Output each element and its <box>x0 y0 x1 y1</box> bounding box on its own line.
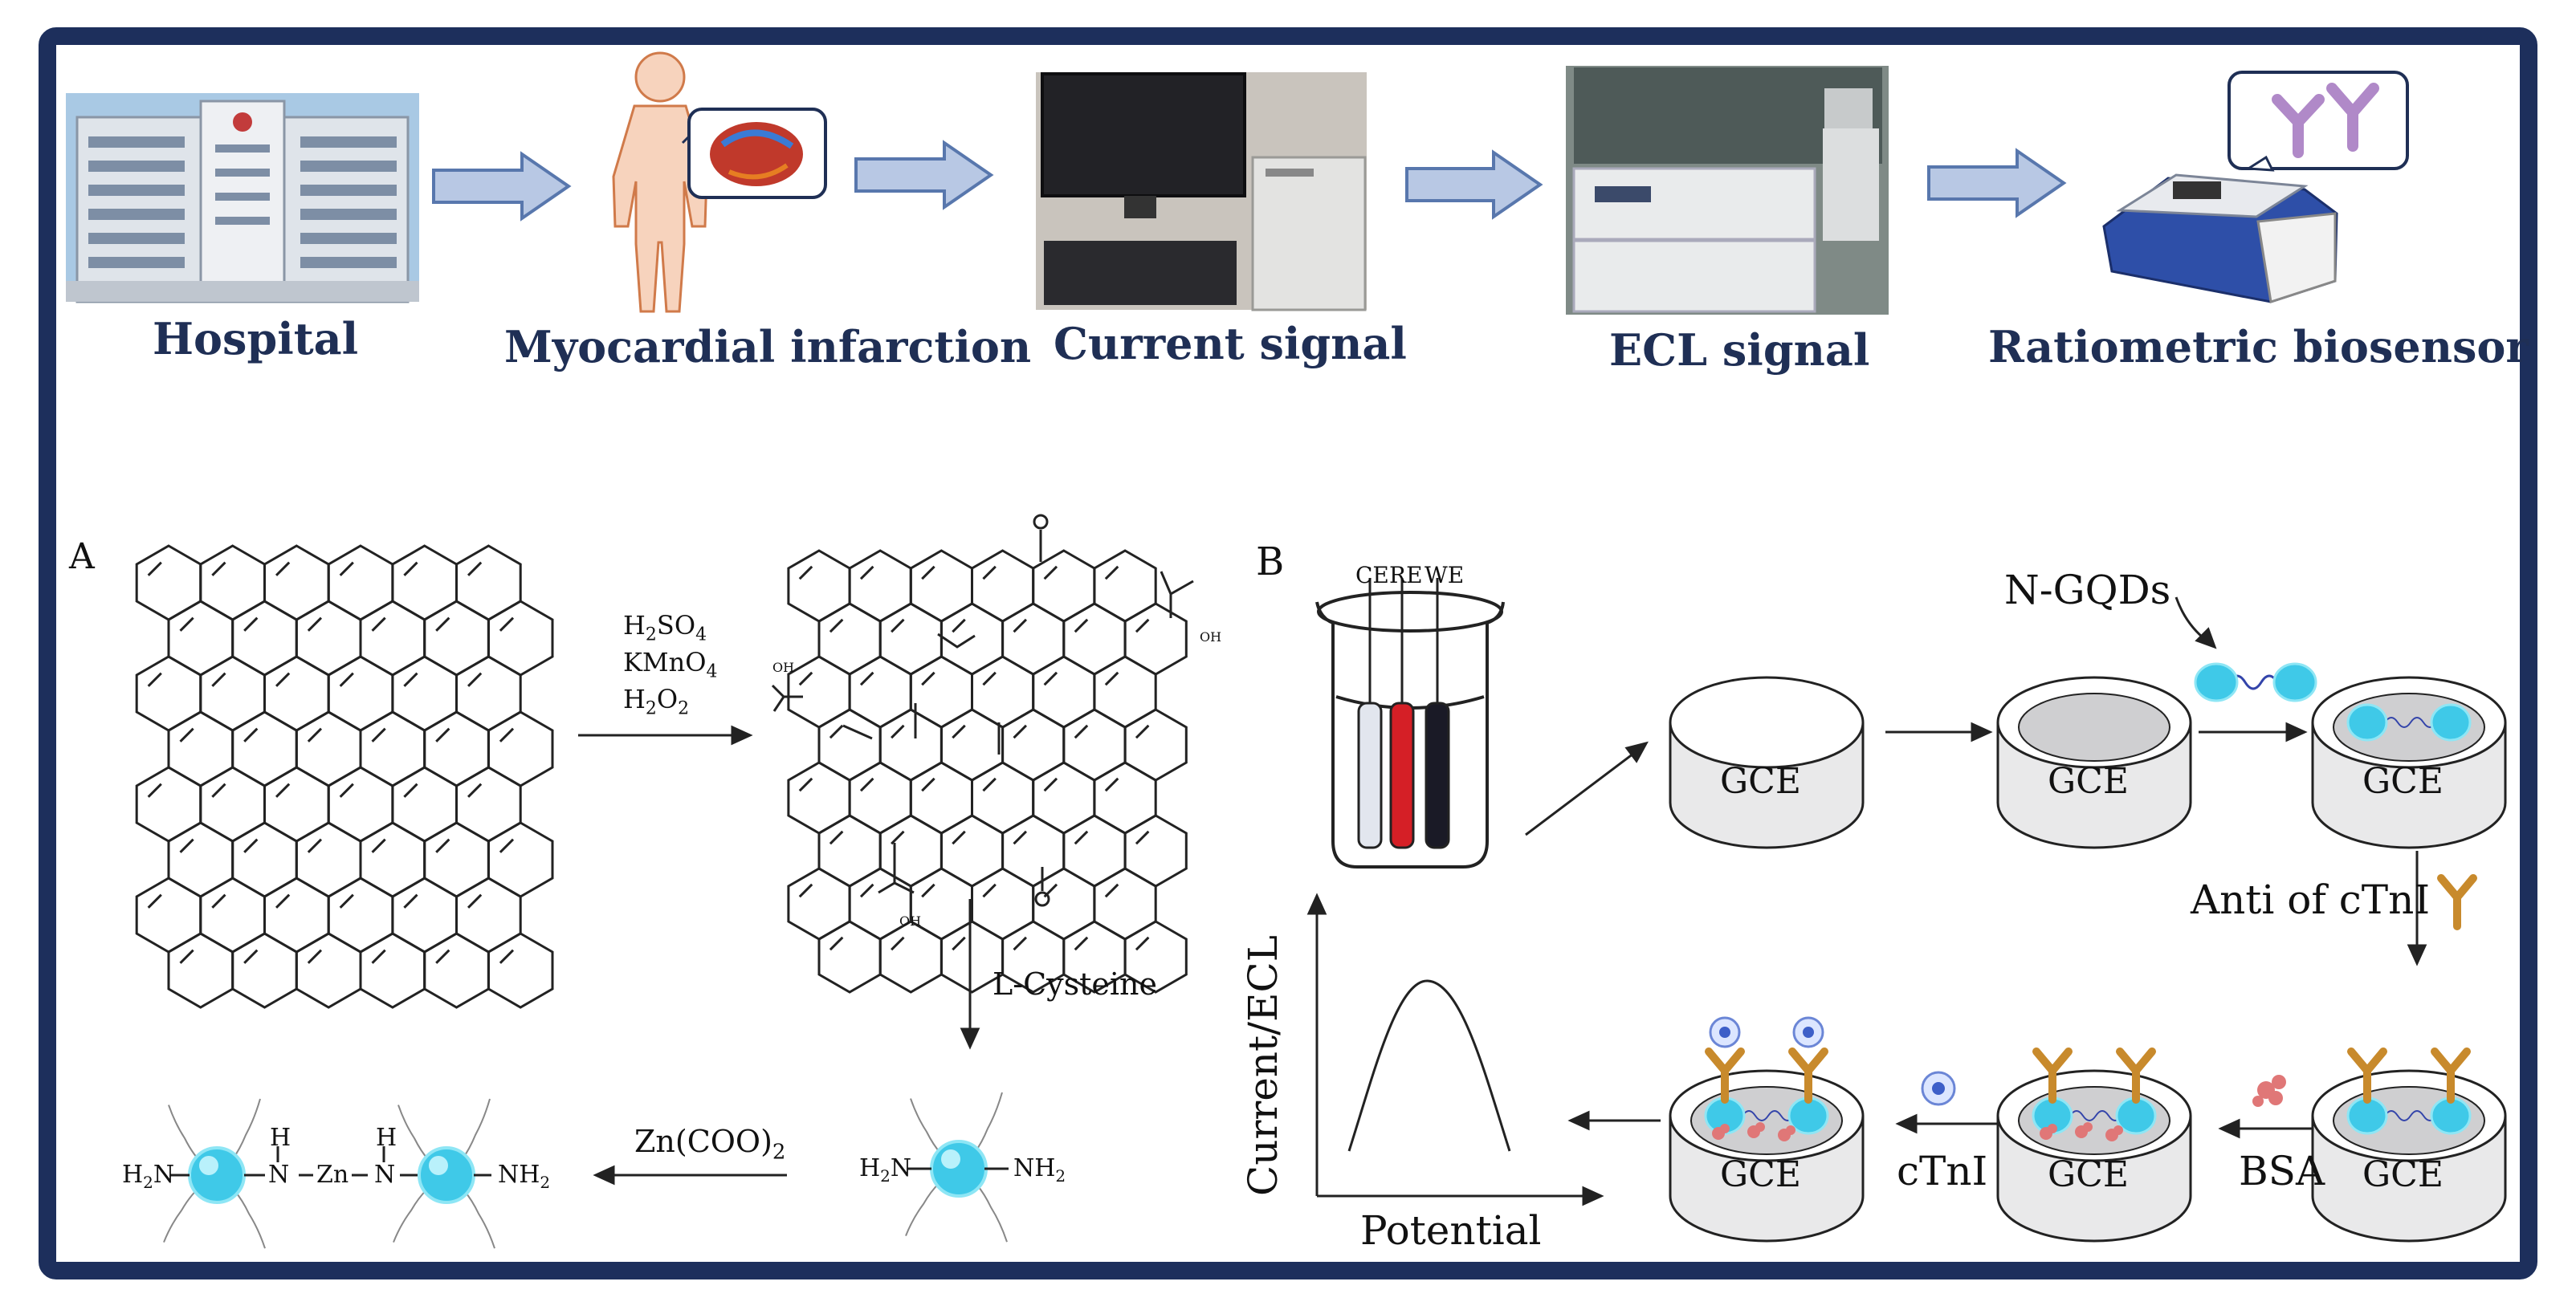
caption-current-signal: Current signal <box>1054 318 1407 369</box>
gce-electrode-empty <box>1669 676 1865 849</box>
caption-hospital: Hospital <box>153 313 359 364</box>
gce-label-empty: GCE <box>1720 761 1801 802</box>
graph-y-label: Current/ECL <box>1240 935 1286 1196</box>
antibody-callout-icon <box>2228 71 2409 172</box>
ctni-label: cTnI <box>1897 1148 1988 1194</box>
amine-left-label: H2N <box>122 1161 175 1192</box>
reagent-h2so4: H2SO4 <box>623 610 707 645</box>
free-ngqd-pair-icon <box>2194 662 2317 702</box>
nh-left-label: N <box>268 1161 290 1189</box>
gce-electrode-bsa <box>1996 1048 2192 1243</box>
electrode-label-ce: CE <box>1355 562 1389 588</box>
biosensor-instrument-icon <box>2102 173 2338 303</box>
reagent-l-cysteine: L-Cysteine <box>992 966 1157 1002</box>
figure-frame <box>39 27 2537 1279</box>
gce-electrodes <box>1669 676 2507 1243</box>
amine-right-label-2: NH2 <box>1013 1154 1066 1186</box>
graph-x-label: Potential <box>1360 1207 1542 1254</box>
graphene-oxide-sheet-icon <box>787 549 1188 994</box>
functional-groups-icon <box>771 514 1194 907</box>
bond-lines-icon <box>170 1146 1009 1177</box>
graphene-sheet-icon <box>135 544 554 1009</box>
current-signal-instrument-icon <box>1036 72 1367 311</box>
quantum-dot <box>163 1098 266 1249</box>
reagent-zn-coo2: Zn(COO)2 <box>634 1124 786 1165</box>
gce-electrode-antibody <box>2311 1048 2507 1243</box>
counter-electrode-icon <box>1357 578 1383 849</box>
gce-electrode-ngqd <box>2311 676 2507 849</box>
amine-left-label-2: H2N <box>859 1154 912 1186</box>
cooh-label-bottom: OH <box>899 913 922 929</box>
electrode-label-we: WE <box>1425 562 1465 588</box>
zn-label: Zn <box>316 1161 349 1189</box>
gce-label-film: GCE <box>2048 761 2129 802</box>
reagent-kmno4: KMnO4 <box>623 647 718 682</box>
bsa-molecule-icon <box>2252 1075 2286 1107</box>
cooh-label-left: OH <box>772 660 795 675</box>
bsa-label: BSA <box>2239 1148 2325 1194</box>
panel-b-label: B <box>1256 539 1285 584</box>
human-body-icon <box>612 51 708 313</box>
process-arrow-icon <box>1525 596 2427 1139</box>
hospital-icon <box>66 93 419 303</box>
gce-label-antibody: GCE <box>2362 1154 2444 1195</box>
gce-label-ngqd: GCE <box>2362 761 2444 802</box>
reference-electrode-icon <box>1389 578 1415 849</box>
nh-right-label: N <box>374 1161 396 1189</box>
panel-a-label: A <box>69 536 95 577</box>
ngqds-label: N-GQDs <box>2004 567 2171 613</box>
working-electrode-icon <box>1425 578 1450 849</box>
ecl-instrument-icon <box>1566 66 1889 315</box>
cooh-label-top: OH <box>1200 629 1222 645</box>
caption-ecl-signal: ECL signal <box>1609 324 1870 376</box>
heart-callout-icon <box>681 108 827 199</box>
signal-peak-curve <box>1347 979 1511 1152</box>
caption-myocardial-infarction: Myocardial infarction <box>504 321 1032 372</box>
signal-graph <box>1306 893 1604 1206</box>
h-left-label: H <box>270 1124 291 1152</box>
caption-ratiometric-biosensor: Ratiometric biosensor <box>1988 321 2529 372</box>
gce-electrode-film <box>1996 676 2192 849</box>
reagent-h2o2: H2O2 <box>623 684 690 719</box>
amine-right-label: NH2 <box>498 1161 551 1192</box>
h-right-label: H <box>376 1124 397 1152</box>
gce-electrode-full <box>1669 1016 1865 1243</box>
gce-label-full: GCE <box>1720 1154 1801 1195</box>
quantum-dot-icon <box>163 1092 1008 1249</box>
electrode-label-re: RE <box>1389 562 1423 588</box>
flow-arrow-icon <box>432 140 2067 222</box>
gce-label-bsa: GCE <box>2048 1154 2129 1195</box>
anti-ctni-label: Anti of cTnI <box>2191 877 2431 923</box>
ctni-protein-icon <box>1921 1071 1956 1106</box>
antibody-icon <box>2437 874 2477 930</box>
reaction-arrow-icon <box>578 725 980 1186</box>
